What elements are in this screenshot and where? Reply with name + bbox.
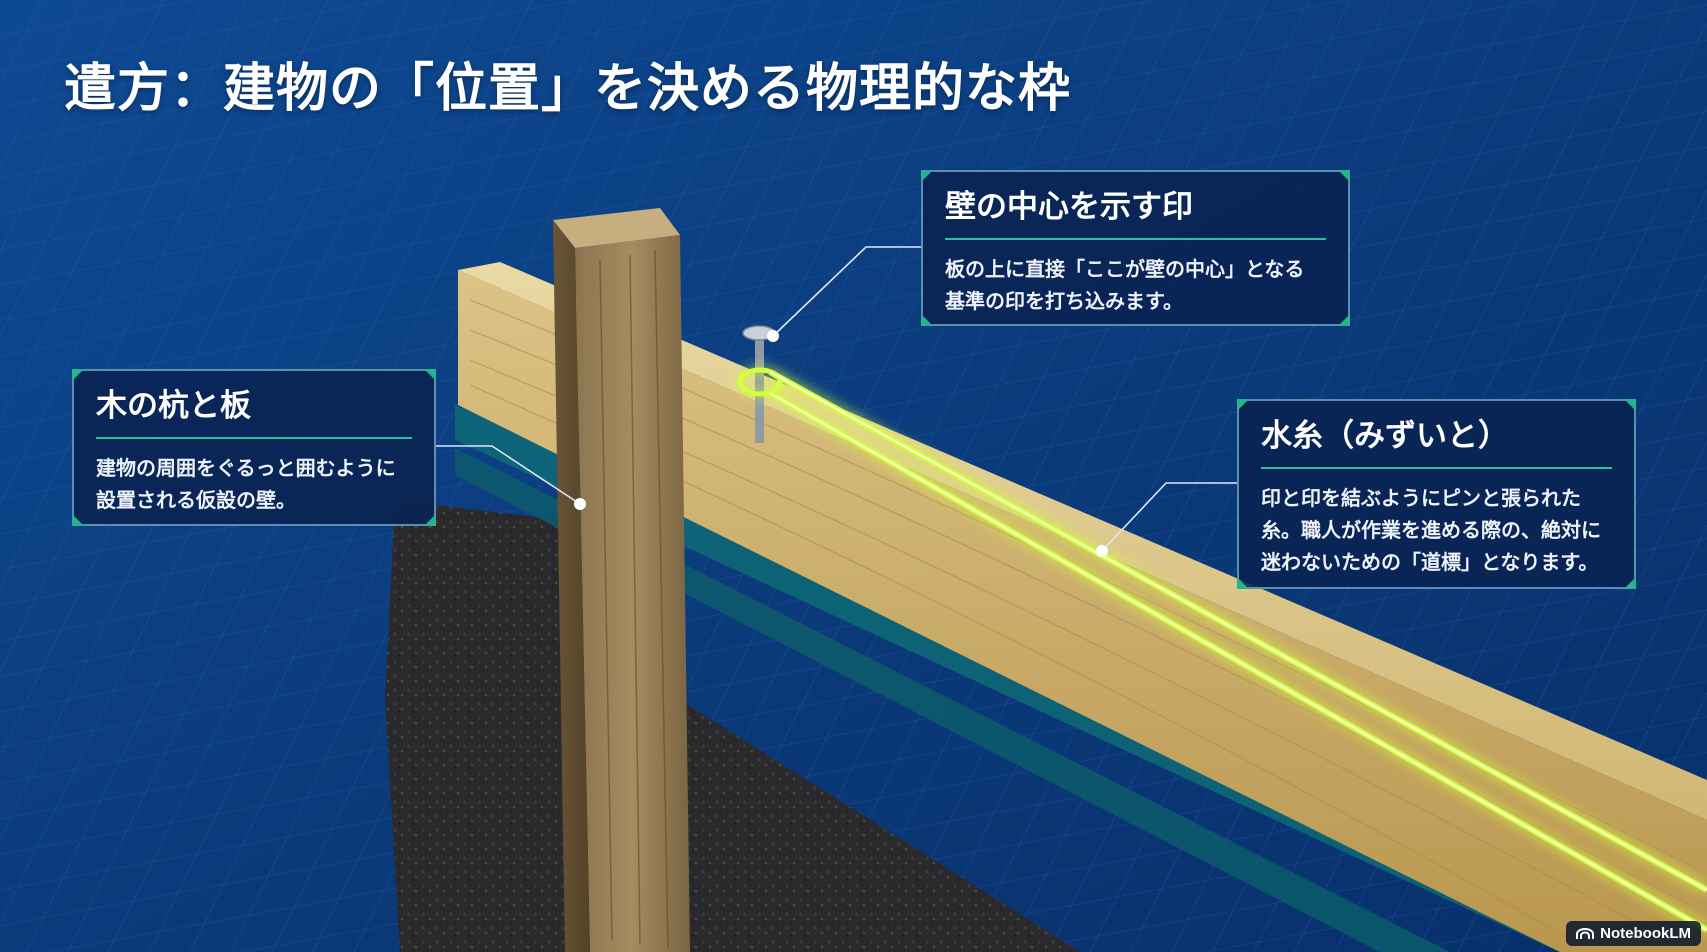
soil-cross-section <box>385 500 1080 952</box>
marker-dot-nail <box>767 330 779 342</box>
notebooklm-logo-icon <box>1576 927 1595 939</box>
horizontal-board <box>458 270 1707 952</box>
leader-line-string <box>1101 482 1237 552</box>
board-top-face <box>458 262 1707 820</box>
callout-water-string: 水糸（みずいと） 印と印を結ぶようにピンと張られた 糸。職人が作業を進める際の、… <box>1237 399 1636 589</box>
notebooklm-badge: NotebookLM <box>1566 921 1701 946</box>
callout-title: 壁の中心を示す印 <box>945 189 1193 225</box>
water-string-upper <box>769 371 1707 891</box>
brand-label: NotebookLM <box>1600 925 1691 942</box>
wooden-stake <box>575 235 690 952</box>
callout-divider <box>1261 466 1612 469</box>
nail-shaft <box>755 338 764 443</box>
callout-stake-and-board: 木の杭と板 建物の周囲をぐるっと囲むように 設置される仮設の壁。 <box>72 369 436 526</box>
callout-divider <box>96 436 412 439</box>
level-band-lower <box>455 448 1450 952</box>
water-string-lower <box>769 392 1707 931</box>
marker-dot-string <box>1096 545 1108 557</box>
callout-divider <box>945 237 1326 240</box>
callout-body: 板の上に直接「ここが壁の中心」となる 基準の印を打ち込みます。 <box>945 256 1305 313</box>
page-title: 遣方：建物の「位置」を決める物理的な枠 <box>64 59 1072 119</box>
callout-body: 印と印を結ぶようにピンと張られた 糸。職人が作業を進める際の、絶対に 迷わないた… <box>1261 485 1601 574</box>
leader-line-nail <box>772 246 921 337</box>
callout-body: 建物の周囲をぐるっと囲むように 設置される仮設の壁。 <box>96 455 396 512</box>
callout-wall-center-mark: 壁の中心を示す印 板の上に直接「ここが壁の中心」となる 基準の印を打ち込みます。 <box>921 170 1350 326</box>
callout-title: 水糸（みずいと） <box>1261 418 1509 454</box>
leader-line-stake <box>436 445 581 505</box>
marker-dot-stake <box>574 498 586 510</box>
stake-top-face <box>553 208 680 248</box>
callout-title: 木の杭と板 <box>96 388 251 424</box>
